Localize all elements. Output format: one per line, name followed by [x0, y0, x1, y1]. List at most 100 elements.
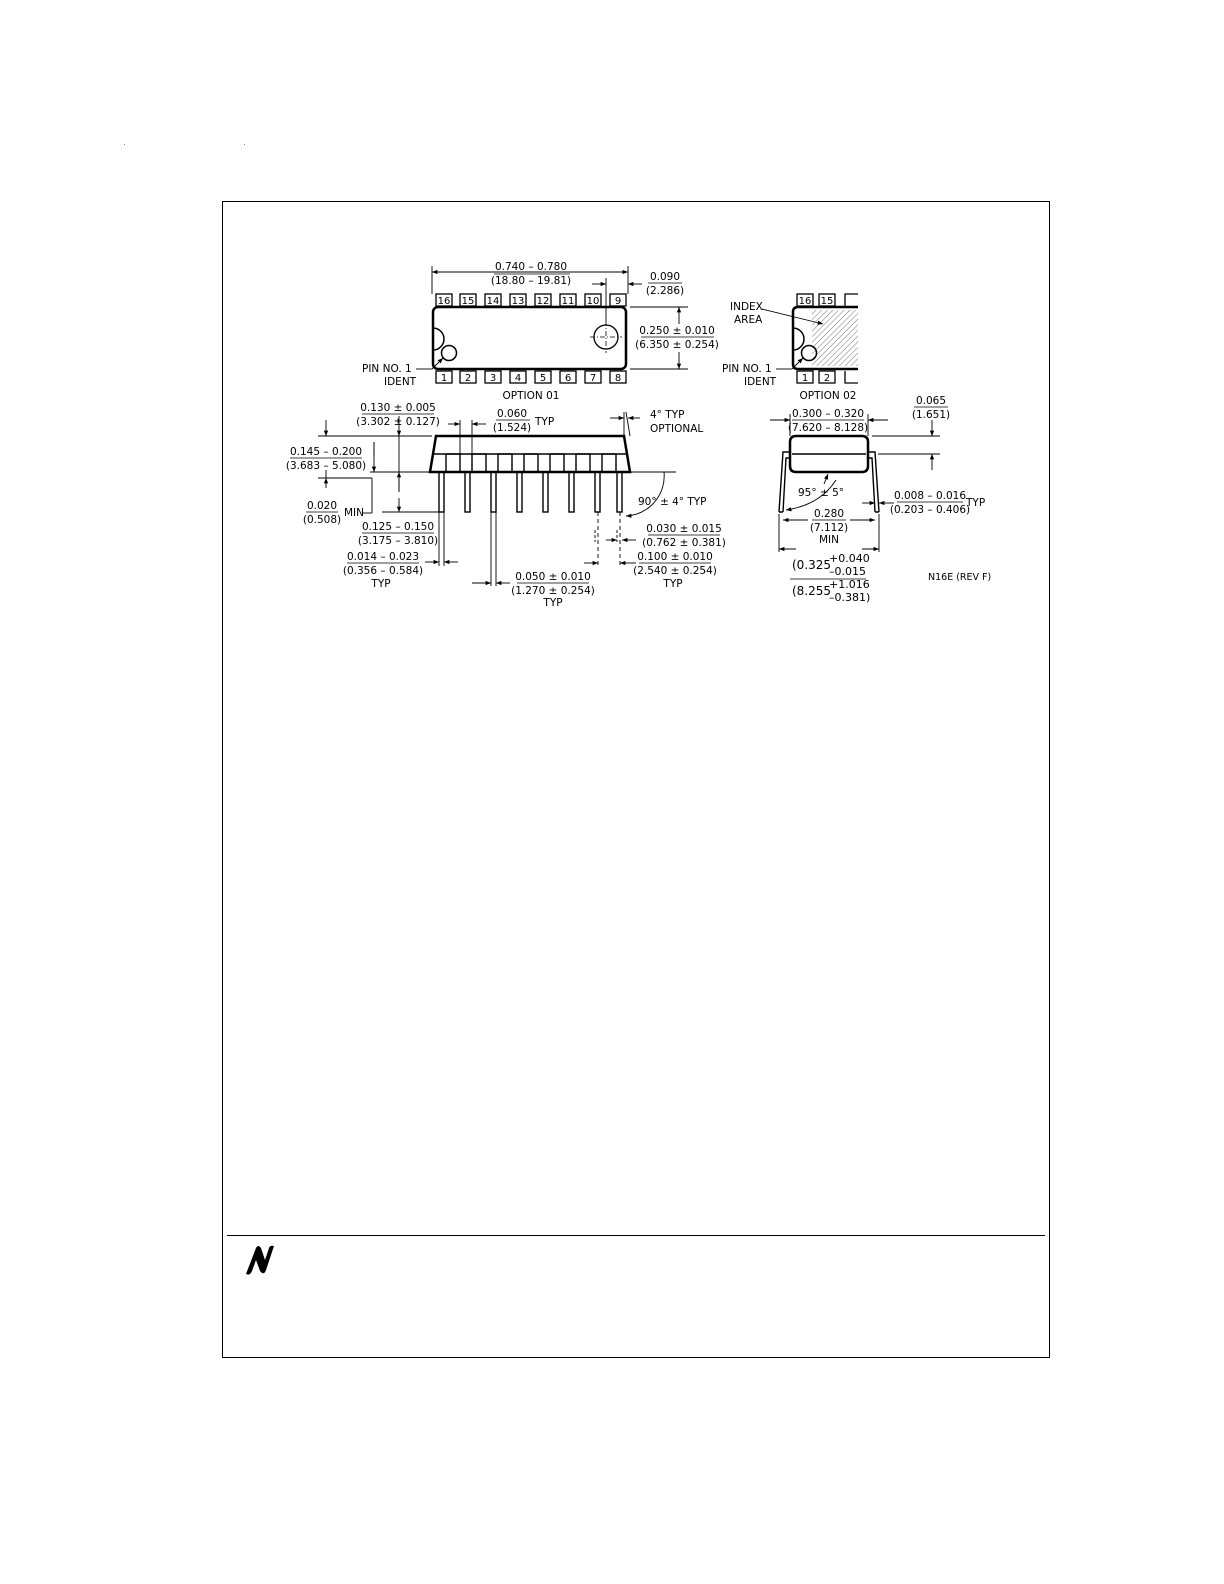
pin-label-2: 2: [824, 373, 830, 384]
shoulder-note: TYP: [534, 416, 554, 428]
min-span-mm-text: (7.112): [810, 522, 848, 534]
top-view-option-01: 16 15 14 13 12 11 10 9 1 2 3 4 5 6 7 8 0…: [362, 261, 719, 402]
length-dimension: [431, 266, 629, 294]
span-nominal-text: (0.325: [792, 558, 831, 572]
lead-thickness-note: TYP: [965, 497, 985, 509]
end-notch: [432, 327, 445, 351]
body-width-mm-text: (7.620 – 8.128): [788, 422, 868, 434]
span-tol-plus-text: +0.040: [829, 552, 870, 565]
drawing-id: N16E (REV F): [928, 572, 991, 583]
dip-body-partial: [791, 305, 858, 371]
lead-width-mm-text: (0.356 – 0.584): [343, 565, 423, 577]
pin1-ident-label-line1: PIN NO. 1: [362, 363, 412, 375]
pin-label-8: 8: [615, 373, 621, 384]
min-span-note: MIN: [819, 534, 839, 546]
standoff-mm-text: (0.508): [303, 514, 341, 526]
lead-length-mm-text: (3.175 – 3.810): [358, 535, 438, 547]
top-view-option-02: 16 15 1 2 INDEX AREA PIN NO. 1 IDENT OPT…: [722, 293, 858, 402]
lead-width-note: TYP: [370, 578, 390, 590]
pin-label-11: 11: [562, 296, 575, 307]
end-gap-text: 0.090: [650, 271, 680, 283]
pin1-ident-label-line2: IDENT: [384, 376, 417, 388]
body-height-mm-text: (3.302 ± 0.127): [356, 416, 440, 428]
pin-label-14: 14: [487, 296, 500, 307]
top-pin-boxes: [435, 293, 627, 307]
length-dim-text: 0.740 – 0.780: [495, 261, 567, 273]
draft-angle-note: OPTIONAL: [650, 423, 703, 435]
pitch-mm-text: (1.270 ± 0.254): [511, 585, 595, 597]
dip-body: [431, 305, 628, 371]
pin-label-15: 15: [462, 296, 475, 307]
lead-angle-text: 90° ± 4° TYP: [638, 496, 707, 508]
body-height-text: 0.130 ± 0.005: [360, 402, 436, 414]
speck-left: [124, 144, 125, 145]
pin-label-6: 6: [565, 373, 571, 384]
pin1-ident-label-line1: PIN NO. 1: [722, 363, 772, 375]
lead-offset-mm-text: (1.651): [912, 409, 950, 421]
end-view: 0.300 – 0.320 (7.620 – 8.128) 0.065 (1.6…: [770, 395, 985, 604]
pin-label-9: 9: [615, 296, 621, 307]
standoff-text: 0.020: [307, 500, 337, 512]
end-body: [788, 434, 870, 474]
pin-label-1: 1: [441, 373, 447, 384]
lead-width-text: 0.014 – 0.023: [347, 551, 419, 563]
pin1-ident-label-line2: IDENT: [744, 376, 777, 388]
pin-label-12: 12: [537, 296, 550, 307]
body-width-text: 0.300 – 0.320: [792, 408, 864, 420]
width-dimension: [630, 306, 688, 370]
pin-label-2: 2: [465, 373, 471, 384]
row-pitch-mm-text: (2.540 ± 0.254): [633, 565, 717, 577]
pin-label-16: 16: [438, 296, 451, 307]
side-view: 0.130 ± 0.005 (3.302 ± 0.127) 0.145 – 0.…: [286, 402, 726, 609]
lead-length-text: 0.125 – 0.150: [362, 521, 434, 533]
shoulder-mm-text: (1.524): [493, 422, 531, 434]
width-dim-text: 0.250 ± 0.010: [639, 325, 715, 337]
pin1-ident-mark: [800, 344, 818, 362]
end-gap-mm-text: (2.286): [646, 285, 684, 297]
pin1-ident-mark: [440, 344, 458, 362]
bottom-pin-boxes: [435, 370, 627, 384]
lead-offset-text: 0.065: [916, 395, 946, 407]
standoff-note: MIN: [344, 507, 364, 519]
lead-thickness-text: 0.008 – 0.016: [894, 490, 966, 502]
pin-label-7: 7: [590, 373, 596, 384]
draft-angle-text: 4° TYP: [650, 409, 684, 421]
span-tol-minus-mm-text: –0.381): [829, 591, 870, 604]
lead-thickness-mm-text: (0.203 – 0.406): [890, 504, 970, 516]
leads: [438, 471, 623, 513]
lead-shoulders: [445, 453, 617, 473]
end-lead-left: [778, 451, 790, 513]
index-area-hatch: [812, 310, 858, 366]
pin-label-13: 13: [512, 296, 525, 307]
pin-label-1: 1: [802, 373, 808, 384]
end-lead-mm-text: (0.762 ± 0.381): [642, 537, 726, 549]
speck-right: [244, 144, 245, 145]
pitch-text: 0.050 ± 0.010: [515, 571, 591, 583]
pin-label-4: 4: [515, 373, 521, 384]
row-pitch-text: 0.100 ± 0.010: [637, 551, 713, 563]
index-area-label-line1: INDEX: [730, 301, 763, 313]
option-02-caption: OPTION 02: [800, 390, 857, 402]
pin-label-16: 16: [799, 296, 812, 307]
end-lead-right: [868, 451, 880, 513]
end-gap-dimension: [592, 278, 642, 321]
min-span-text: 0.280: [814, 508, 844, 520]
row-pitch-note: TYP: [662, 578, 682, 590]
option-01-caption: OPTION 01: [503, 390, 560, 402]
footer-rule: [227, 1235, 1045, 1236]
total-height-text: 0.145 – 0.200: [290, 446, 362, 458]
shoulder-text: 0.060: [497, 408, 527, 420]
index-area-label-line2: AREA: [734, 314, 763, 326]
pin-label-3: 3: [490, 373, 496, 384]
length-dim-mm-text: (18.80 – 19.81): [491, 275, 571, 287]
pin-label-5: 5: [540, 373, 546, 384]
span-tol-minus-text: –0.015: [829, 565, 866, 578]
width-dim-mm-text: (6.350 ± 0.254): [635, 339, 719, 351]
pitch-note: TYP: [542, 597, 562, 609]
total-height-mm-text: (3.683 – 5.080): [286, 460, 366, 472]
span-nominal-mm-text: (8.255: [792, 584, 831, 598]
national-semiconductor-logo-icon: [246, 1245, 274, 1275]
end-angle-text: 95° ± 5°: [798, 487, 844, 499]
pin-label-10: 10: [587, 296, 600, 307]
